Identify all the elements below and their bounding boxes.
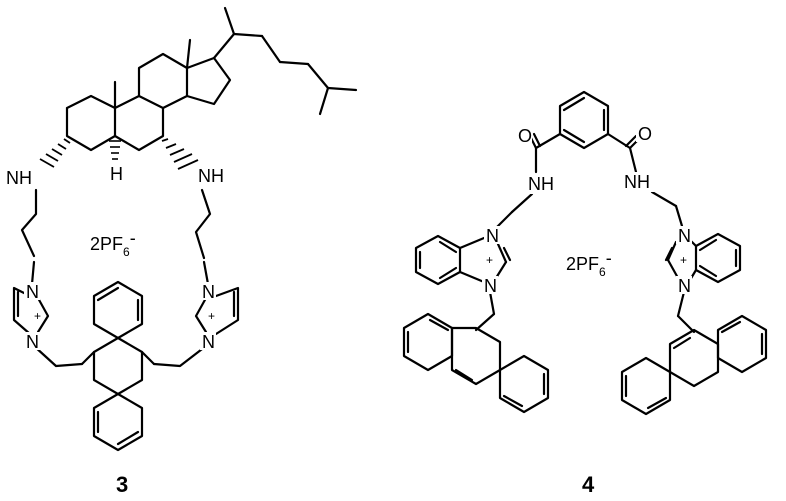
compound-3-structure: NH NH H N + N N + N 2PF6- 3: [4, 6, 358, 497]
imidazolium-charge-right: +: [208, 309, 215, 323]
anthracene-3: [80, 280, 156, 452]
amine-nh-left-3: NH: [6, 168, 32, 188]
benzimidazolium-charge-right: +: [680, 253, 687, 267]
amide-nh-left: NH: [528, 174, 554, 194]
amide-nh-right: NH: [624, 172, 650, 192]
imidazolium-charge-left: +: [34, 309, 41, 323]
methylene-right-3: [152, 344, 208, 368]
imidazole-n-left-bottom: N: [26, 332, 39, 352]
imidazole-n-right-bottom: N: [202, 332, 215, 352]
imidazole-n-left-top: N: [26, 282, 39, 302]
stereo-hydrogen: H: [110, 164, 123, 184]
amine-nh-right-3: NH: [198, 166, 224, 186]
cholestane-side-chain: [212, 6, 358, 116]
compound-4-structure: O O NH NH N + N N + N 2PF6- 4: [402, 90, 768, 497]
propyl-linker-right: [194, 188, 212, 260]
c18-methyl: [185, 38, 192, 70]
imidazole-n-right-top: N: [202, 282, 215, 302]
steroid-ring-b: [113, 94, 165, 152]
propyl-linker-left: [20, 188, 38, 258]
hashed-bond-c7: [161, 138, 199, 170]
imidazolium-ring-left: [12, 260, 50, 336]
compound-number-4: 4: [582, 472, 595, 497]
compound-number-3: 3: [116, 472, 128, 497]
anthracene-4-right: [620, 314, 768, 416]
hashed-bond-c3: [39, 138, 71, 168]
benzimidazole-n-left-top: N: [486, 226, 499, 246]
benzimidazole-n-left-bottom: N: [484, 276, 497, 296]
steroid-ring-c: [137, 52, 189, 110]
hashed-bond-c5-h: [109, 140, 121, 160]
benzimidazolium-right: [664, 232, 742, 318]
methylene-left-3: [32, 344, 84, 368]
imidazolium-ring-right: [194, 260, 240, 336]
carbonyl-o-left: O: [518, 126, 532, 146]
isophthaloyl-benzene: [558, 90, 610, 150]
anthracene-4-left: [402, 312, 550, 414]
counterion-4: 2PF6-: [566, 248, 612, 279]
steroid-ring-a: [65, 94, 117, 152]
benzimidazolium-charge-left: +: [486, 253, 493, 267]
carbonyl-o-right: O: [638, 124, 652, 144]
steroid-ring-d: [185, 56, 232, 106]
counterion-3: 2PF6-: [90, 228, 136, 259]
benzimidazolium-left: [414, 234, 512, 316]
benzimidazole-n-right-top: N: [678, 226, 691, 246]
benzimidazole-n-right-bottom: N: [678, 276, 691, 296]
